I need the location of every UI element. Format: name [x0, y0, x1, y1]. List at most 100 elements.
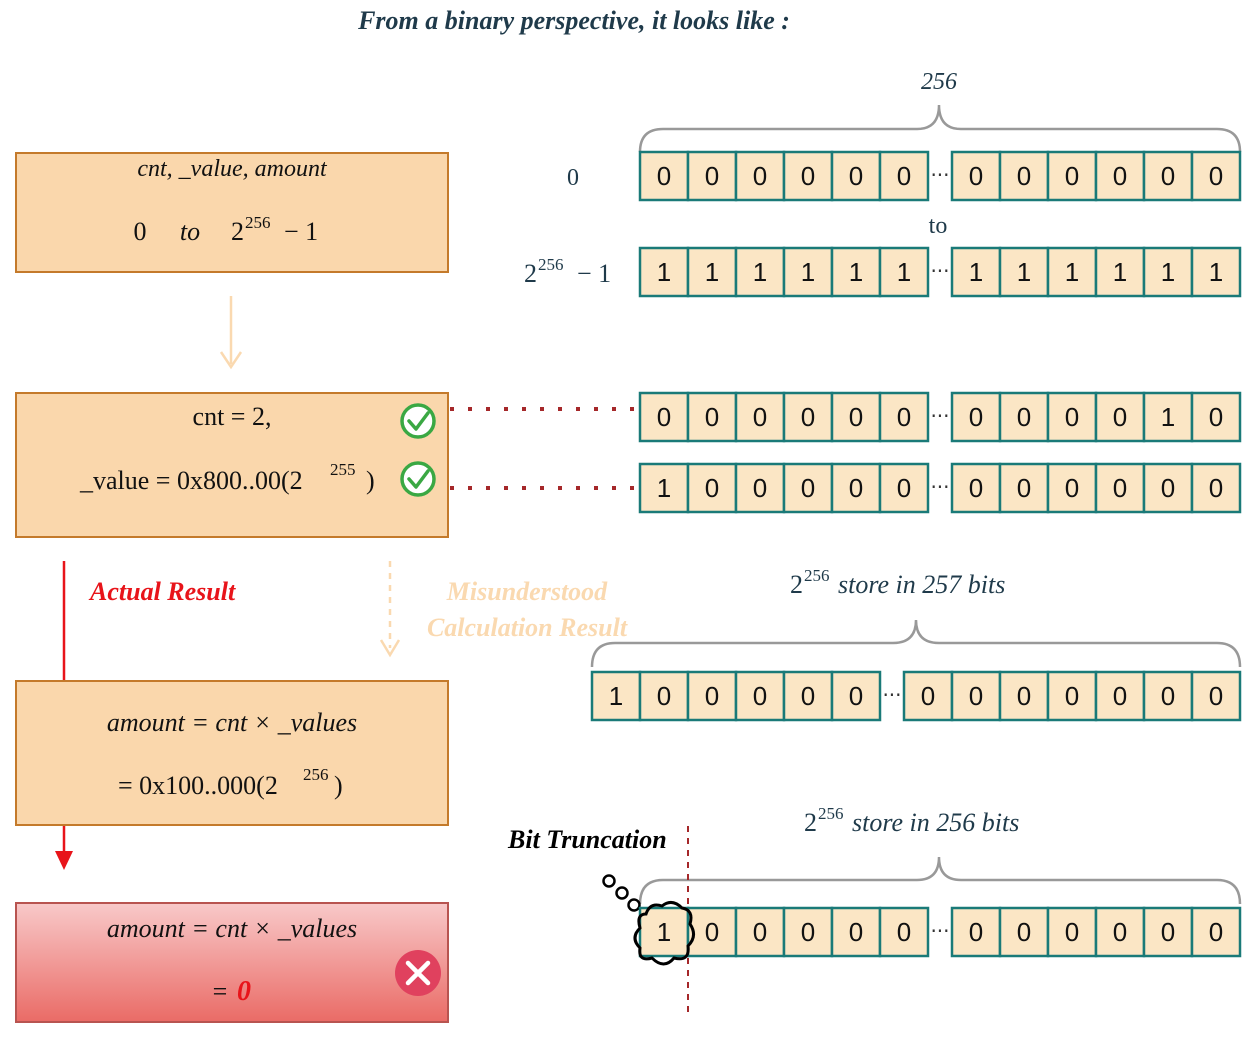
bit-value: 0 — [969, 681, 983, 711]
bit-cell — [950, 906, 1002, 958]
range-box-vars: cnt, _value, amount — [137, 156, 328, 182]
bit-value: 0 — [1209, 917, 1223, 947]
bit-cell — [734, 391, 786, 443]
inputs-box-value-close: ) — [366, 466, 375, 495]
bit-cell — [1142, 670, 1194, 722]
bit-cell — [782, 906, 834, 958]
bit-value: 1 — [657, 473, 671, 503]
bit-value: 0 — [969, 473, 983, 503]
store257-text: store in 257 bits — [838, 570, 1005, 599]
bit-cell — [1046, 462, 1098, 514]
bit-cell — [1190, 391, 1242, 443]
actual-result-label: Actual Result — [88, 577, 236, 606]
bit-value: 0 — [657, 161, 671, 191]
bit-cell — [734, 246, 786, 298]
bit-cell — [1142, 150, 1194, 202]
error-icon — [395, 950, 441, 996]
bit-value: 0 — [849, 917, 863, 947]
bit-value: 0 — [1161, 473, 1175, 503]
bit-cell — [1094, 670, 1146, 722]
bit-value: 0 — [1113, 161, 1127, 191]
bit-value: 0 — [969, 402, 983, 432]
actual-box-formula: amount = cnt × _values — [107, 914, 357, 943]
bit-cell — [950, 150, 1002, 202]
inputs-box-value: _value = 0x800..00(2 — [79, 466, 303, 495]
bit-value: 0 — [1209, 161, 1223, 191]
expected-box — [15, 680, 449, 826]
bit-value: 1 — [1209, 257, 1223, 287]
bit-value: 0 — [1065, 161, 1079, 191]
bit-cell — [1094, 150, 1146, 202]
bit-value: 1 — [1017, 257, 1031, 287]
actual-result-arrow-head — [55, 851, 73, 870]
bit-value: 0 — [705, 917, 719, 947]
bit-value: 0 — [705, 161, 719, 191]
store257-exp: 256 — [804, 566, 830, 585]
bit-cell — [1190, 906, 1242, 958]
ellipsis: ··· — [930, 475, 949, 499]
bit-cell — [1046, 246, 1098, 298]
bit-cell — [1094, 906, 1146, 958]
store256-exp: 256 — [818, 804, 844, 823]
max-label-minus: − 1 — [577, 259, 611, 288]
bit-cell — [878, 906, 930, 958]
bit-value: 0 — [1113, 681, 1127, 711]
bit-cell — [830, 246, 882, 298]
bit-value: 0 — [1113, 402, 1127, 432]
bit-value: 1 — [657, 917, 671, 947]
inputs-box-value-exp: 255 — [330, 460, 356, 479]
zero-label: 0 — [567, 165, 579, 191]
bit-value: 0 — [1065, 402, 1079, 432]
expected-box-formula: amount = cnt × _values — [107, 708, 357, 737]
range-box-minus-one: − 1 — [284, 217, 318, 246]
ellipsis: ··· — [930, 163, 949, 187]
bit-value: 0 — [849, 473, 863, 503]
bit-cell — [998, 906, 1050, 958]
bit-value: 1 — [801, 257, 815, 287]
bit-cell — [734, 670, 786, 722]
bit-value: 0 — [897, 473, 911, 503]
bit-value: 0 — [1209, 402, 1223, 432]
range-box-base: 2 — [231, 217, 244, 246]
bit-value: 0 — [657, 402, 671, 432]
bit-cell — [1046, 150, 1098, 202]
store256-base: 2 — [804, 808, 817, 837]
bit-value: 1 — [849, 257, 863, 287]
bit-value: 0 — [1209, 473, 1223, 503]
expected-box-value-exp: 256 — [303, 765, 329, 784]
bit-cell — [638, 246, 690, 298]
bit-cell — [950, 670, 1002, 722]
store257-base: 2 — [790, 570, 803, 599]
bit-value: 1 — [657, 257, 671, 287]
misunderstood-arrow-head — [379, 639, 401, 658]
bit-cell — [1142, 391, 1194, 443]
bit-value: 1 — [753, 257, 767, 287]
bit-cell — [686, 246, 738, 298]
bit-value: 0 — [1113, 473, 1127, 503]
bit-cell — [1142, 906, 1194, 958]
brace-256-label: 256 — [921, 69, 957, 95]
bit-cell — [1094, 246, 1146, 298]
bit-cell — [638, 462, 690, 514]
ellipsis: ··· — [930, 259, 949, 283]
bit-cell — [1190, 150, 1242, 202]
bit-value: 0 — [1113, 917, 1127, 947]
bit-value: 0 — [705, 402, 719, 432]
bit-value: 0 — [801, 402, 815, 432]
bit-cell — [878, 391, 930, 443]
range-box-to: to — [180, 217, 200, 246]
expected-box-value: = 0x100..000(2 — [118, 771, 278, 800]
bit-cell — [902, 670, 954, 722]
thought-bubble-icon — [602, 874, 641, 912]
bit-cell — [638, 670, 690, 722]
range-box-exp: 256 — [245, 213, 271, 232]
bit-cell — [1190, 246, 1242, 298]
brace-256 — [638, 104, 1242, 153]
bit-value: 0 — [1065, 681, 1079, 711]
bit-value: 1 — [1161, 257, 1175, 287]
bit-value: 0 — [1161, 681, 1175, 711]
bit-value: 0 — [1161, 917, 1175, 947]
bit-cell — [1190, 462, 1242, 514]
bit-cell — [998, 150, 1050, 202]
